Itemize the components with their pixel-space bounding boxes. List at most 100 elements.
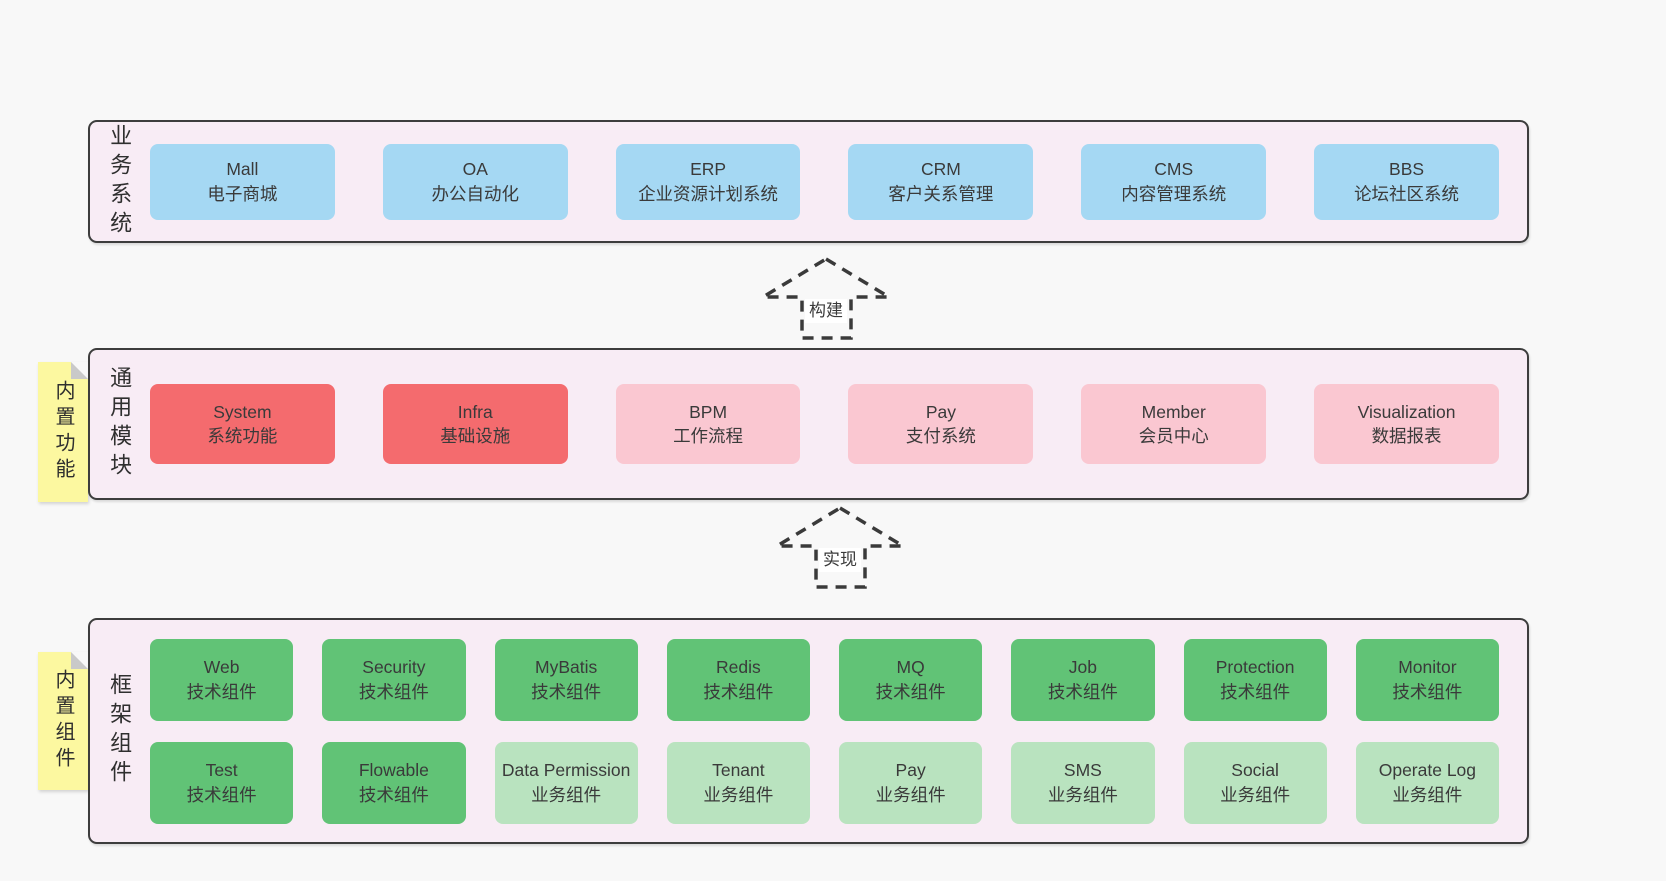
box-subtitle: 技术组件 (358, 681, 429, 702)
box-title: Tenant (712, 760, 765, 781)
box-title: CMS (1154, 159, 1194, 180)
box-tenant: Tenant 业务组件 (666, 741, 810, 824)
box-subtitle: 技术组件 (1047, 681, 1118, 702)
box-bpm: BPM 工作流程 (615, 384, 801, 464)
box-test: Test 技术组件 (150, 741, 294, 824)
box-title: MyBatis (535, 657, 598, 678)
box-mybatis: MyBatis 技术组件 (494, 638, 638, 721)
box-subtitle: 办公自动化 (431, 183, 519, 204)
box-data-permission: Data Permission 业务组件 (494, 741, 638, 824)
box-subtitle: 技术组件 (358, 784, 429, 805)
box-subtitle: 技术组件 (186, 681, 257, 702)
box-title: OA (462, 159, 488, 180)
box-monitor: Monitor 技术组件 (1355, 638, 1499, 721)
box-system: System 系统功能 (150, 384, 335, 464)
box-subtitle: 企业资源计划系统 (638, 183, 779, 204)
box-visualization: Visualization 数据报表 (1314, 384, 1499, 464)
sticky-note-label: 内置功能 (52, 380, 74, 484)
box-subtitle: 技术组件 (703, 681, 774, 702)
box-subtitle: 业务组件 (1392, 784, 1463, 805)
box-title: Pay (925, 401, 956, 422)
box-subtitle: 技术组件 (875, 681, 946, 702)
sticky-note-built-in-components: 内置组件 (38, 652, 88, 790)
box-subtitle: 技术组件 (531, 681, 602, 702)
sticky-note-built-in-functions: 内置功能 (38, 362, 88, 502)
box-web: Web 技术组件 (150, 638, 294, 721)
box-crm: CRM 客户关系管理 (848, 143, 1034, 220)
box-sms: SMS 业务组件 (1011, 741, 1155, 824)
box-pay-module: Pay 支付系统 (848, 384, 1034, 464)
box-title: MQ (896, 657, 925, 678)
box-cms: CMS 内容管理系统 (1081, 143, 1267, 220)
box-social: Social 业务组件 (1183, 741, 1327, 824)
box-subtitle: 技术组件 (1220, 681, 1291, 702)
box-erp: ERP 企业资源计划系统 (615, 143, 801, 220)
layer-label: 通用模块 (107, 366, 133, 482)
box-title: Mall (226, 159, 259, 180)
layer-business-systems: 业务系统 Mall 电子商城 OA 办公自动化 ERP 企业资源计划系统 CRM… (88, 120, 1529, 243)
box-subtitle: 业务组件 (1047, 784, 1118, 805)
box-subtitle: 业务组件 (1220, 784, 1291, 805)
arrow-implement: 实现 (771, 504, 909, 592)
box-subtitle: 数据报表 (1371, 426, 1442, 446)
up-arrow-icon (757, 256, 895, 340)
layer-label-column: 业务系统 (90, 122, 148, 241)
box-title: Data Permission (501, 760, 631, 781)
box-grid: System 系统功能 Infra 基础设施 BPM 工作流程 Pay 支付系统… (148, 384, 1527, 464)
box-title: Security (362, 657, 426, 678)
box-subtitle: 工作流程 (673, 426, 744, 446)
box-flowable: Flowable 技术组件 (322, 741, 466, 824)
box-title: CRM (920, 159, 961, 180)
layer-framework-components: 框架组件 Web 技术组件 Security 技术组件 MyBatis 技术组件… (88, 618, 1529, 844)
box-subtitle: 客户关系管理 (888, 183, 994, 204)
box-subtitle: 论坛社区系统 (1354, 183, 1460, 204)
box-title: ERP (690, 159, 727, 180)
arrow-build: 构建 (757, 255, 895, 343)
box-subtitle: 业务组件 (531, 784, 602, 805)
box-infra: Infra 基础设施 (382, 384, 568, 464)
box-title: SMS (1063, 760, 1102, 781)
box-operate-log: Operate Log 业务组件 (1355, 741, 1499, 824)
box-subtitle: 电子商城 (207, 183, 278, 204)
box-bbs: BBS 论坛社区系统 (1314, 143, 1499, 220)
box-member: Member 会员中心 (1081, 384, 1267, 464)
box-title: Visualization (1357, 401, 1456, 422)
box-title: Operate Log (1378, 760, 1477, 781)
box-security: Security 技术组件 (322, 638, 466, 721)
box-subtitle: 会员中心 (1138, 426, 1209, 446)
box-title: Web (203, 657, 240, 678)
layer-label: 框架组件 (107, 673, 133, 789)
box-title: Protection (1215, 657, 1295, 678)
box-title: BPM (689, 401, 728, 422)
box-title: Social (1231, 760, 1279, 781)
box-pay-component: Pay 业务组件 (839, 741, 983, 824)
box-subtitle: 技术组件 (186, 784, 257, 805)
box-protection: Protection 技术组件 (1183, 638, 1327, 721)
box-title: Job (1068, 657, 1097, 678)
box-mq: MQ 技术组件 (839, 638, 983, 721)
box-title: Monitor (1398, 657, 1457, 678)
box-job: Job 技术组件 (1011, 638, 1155, 721)
box-grid: Web 技术组件 Security 技术组件 MyBatis 技术组件 Redi… (148, 638, 1527, 824)
box-title: Member (1141, 401, 1206, 422)
box-title: Infra (457, 401, 493, 422)
box-oa: OA 办公自动化 (382, 143, 568, 220)
box-subtitle: 业务组件 (875, 784, 946, 805)
box-title: BBS (1389, 159, 1425, 180)
layer-label-column: 框架组件 (90, 620, 148, 842)
box-grid: Mall 电子商城 OA 办公自动化 ERP 企业资源计划系统 CRM 客户关系… (148, 143, 1527, 220)
layer-common-modules: 通用模块 System 系统功能 Infra 基础设施 BPM 工作流程 Pay… (88, 348, 1529, 500)
box-subtitle: 基础设施 (440, 426, 511, 446)
arrow-label: 实现 (819, 548, 861, 573)
layer-label: 业务系统 (107, 123, 133, 240)
box-redis: Redis 技术组件 (666, 638, 810, 721)
box-title: System (213, 401, 272, 422)
box-title: Redis (716, 657, 761, 678)
box-title: Pay (895, 760, 926, 781)
box-subtitle: 业务组件 (703, 784, 774, 805)
box-mall: Mall 电子商城 (150, 143, 335, 220)
up-arrow-icon (771, 505, 909, 589)
box-subtitle: 技术组件 (1392, 681, 1463, 702)
box-subtitle: 内容管理系统 (1121, 183, 1227, 204)
layer-label-column: 通用模块 (90, 350, 148, 498)
